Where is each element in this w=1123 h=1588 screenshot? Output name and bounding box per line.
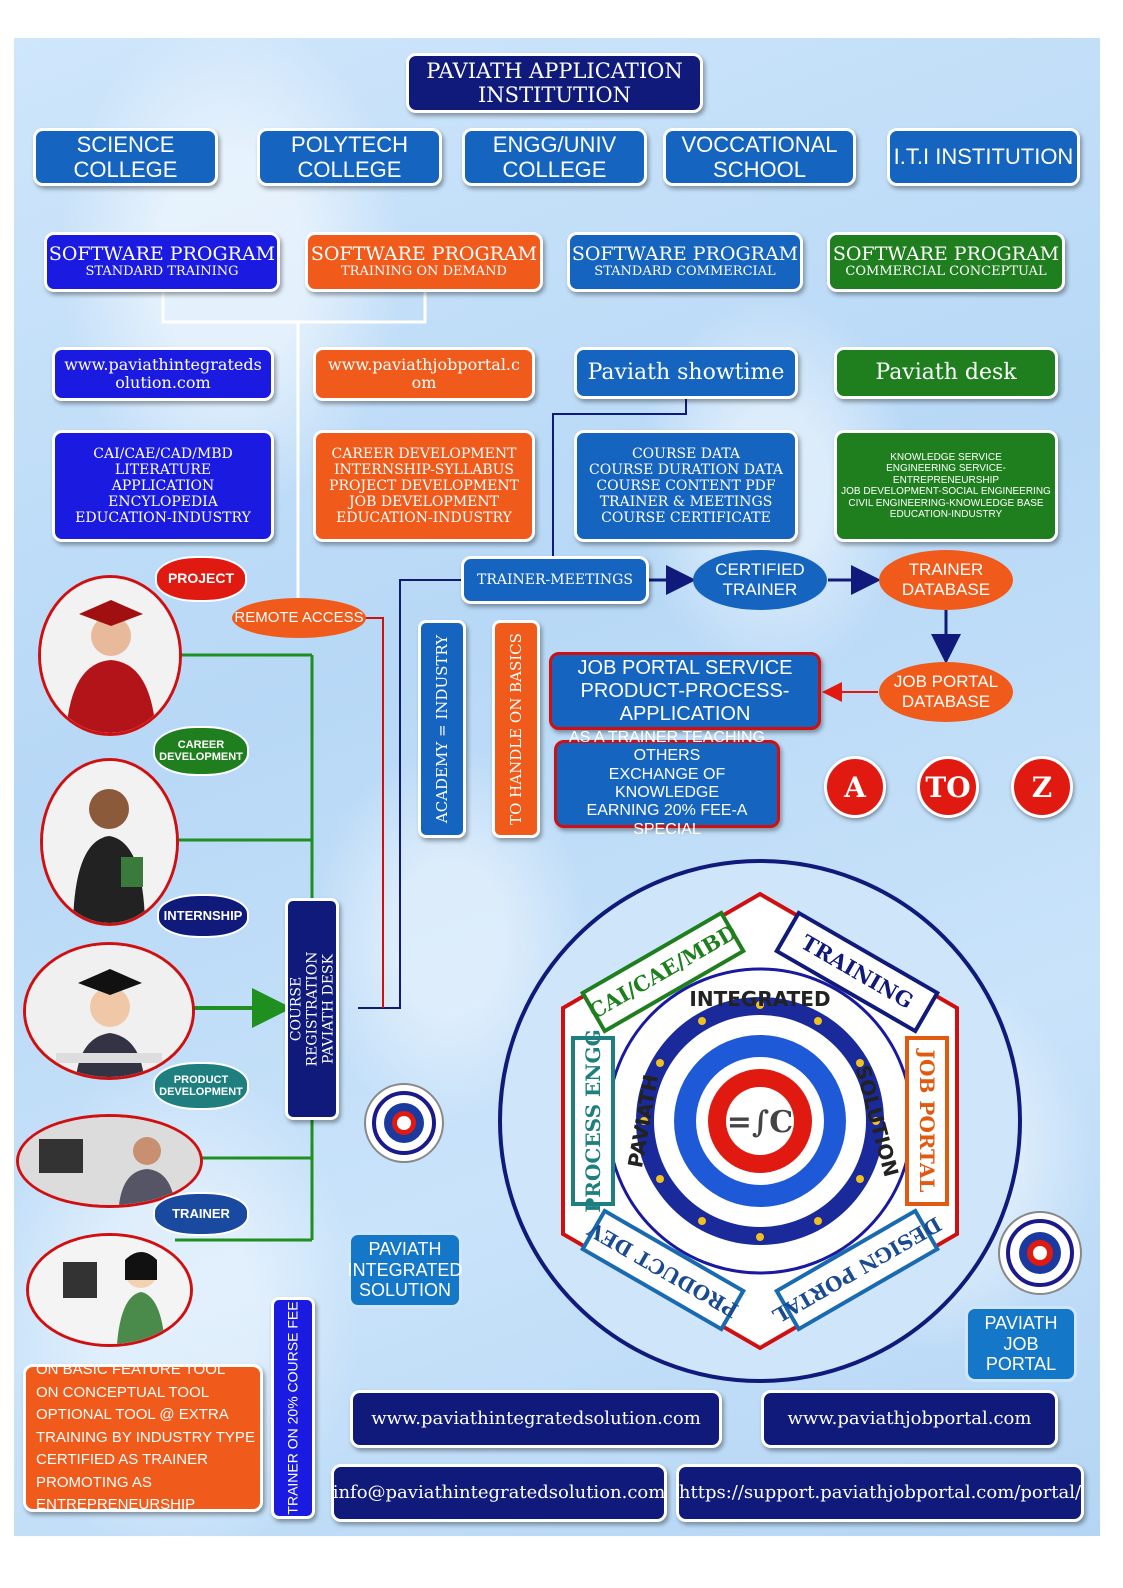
- institution-engg-univ-college: ENGG/UNIV COLLEGE: [462, 128, 647, 186]
- institution-science-college: SCIENCE COLLEGE: [33, 128, 218, 186]
- segment-process-engg: PROCESS ENGG: [581, 1029, 605, 1212]
- child-graduate-photo: [23, 942, 195, 1080]
- paviath-integrated-solution-label: PAVIATH INTEGRATED SOLUTION: [348, 1232, 462, 1308]
- role-trainer-cloud: TRAINER: [153, 1192, 249, 1236]
- tools-list: ON BASIC FEATURE TOOL ON CONCEPTUAL TOOL…: [23, 1361, 263, 1513]
- link-paviath-showtime[interactable]: Paviath showtime: [574, 347, 798, 399]
- letter-a: A: [824, 756, 886, 818]
- role-product-development-cloud: PRODUCT DEVELOPMENT: [153, 1062, 249, 1110]
- link-paviath-desk[interactable]: Paviath desk: [834, 347, 1058, 399]
- feature-list-knowledge: KNOWLEDGE SERVICE ENGINEERING SERVICE-EN…: [834, 430, 1058, 542]
- letter-to: TO: [917, 756, 979, 818]
- small-emblem-icon: [364, 1083, 444, 1163]
- footer-email[interactable]: info@paviathintegratedsolution.com: [331, 1464, 667, 1522]
- institution-voccational-school: VOCCATIONAL SCHOOL: [663, 128, 856, 186]
- letter-z: Z: [1011, 756, 1073, 818]
- role-internship-cloud: INTERNSHIP: [157, 894, 249, 938]
- certified-trainer-ellipse: CERTIFIED TRAINER: [693, 550, 827, 610]
- emblem-center: =∫C: [727, 1105, 793, 1140]
- role-career-development-cloud: CAREER DEVELOPMENT: [153, 726, 249, 776]
- trainer-cartoon-photo: [26, 1233, 193, 1347]
- footer-site-integrated-solution[interactable]: www.paviathintegratedsolution.com: [350, 1390, 722, 1448]
- trainer-database-ellipse: TRAINER DATABASE: [879, 550, 1013, 610]
- page-title: PAVIATH APPLICATION INSTITUTION: [406, 53, 703, 113]
- graduate-photo: [38, 575, 182, 736]
- office-photo: [16, 1114, 203, 1208]
- graduate-icon: [41, 578, 179, 733]
- trainer-cartoon-icon: [29, 1236, 190, 1344]
- feature-list-course: COURSE DATA COURSE DURATION DATA COURSE …: [574, 430, 798, 542]
- footer-support-link[interactable]: https://support.paviathjobportal.com/por…: [676, 1464, 1084, 1522]
- role-project-cloud: PROJECT: [155, 556, 247, 602]
- remote-access-ellipse: REMOTE ACCESS: [232, 598, 366, 638]
- job-portal-service-box: JOB PORTAL SERVICE PRODUCT-PROCESS-APPLI…: [549, 652, 821, 730]
- integrated-solution-emblem: CAI/CAE/MBD TRAINING JOB PORTAL DESIGN P…: [498, 859, 1022, 1383]
- course-registration-label: COURSE REGISTRATION PAVIATH DESK: [285, 898, 339, 1120]
- feature-list-career: CAREER DEVELOPMENT INTERNSHIP-SYLLABUS P…: [313, 430, 535, 542]
- job-portal-database-ellipse: JOB PORTAL DATABASE: [879, 662, 1013, 722]
- segment-job-portal: JOB PORTAL: [915, 1048, 939, 1193]
- link-integrated-solution[interactable]: www.paviathintegrateds olution.com: [52, 347, 274, 401]
- child-graduate-icon: [26, 945, 192, 1077]
- title-line-1: PAVIATH APPLICATION: [426, 58, 683, 83]
- feature-list-cai: CAI/CAE/CAD/MBD LITERATURE APPLICATION E…: [52, 430, 274, 542]
- link-job-portal[interactable]: www.paviathjobportal.c om: [313, 347, 535, 401]
- trainer-meetings-box: TRAINER-MEETINGS: [461, 556, 649, 604]
- trainer-fee-label: TRAINER ON 20% COURSE FEE: [271, 1297, 315, 1519]
- institution-iti: I.T.I INSTITUTION: [887, 128, 1080, 186]
- paviath-job-portal-label: PAVIATH JOB PORTAL: [965, 1306, 1077, 1382]
- small-emblem-icon-2: [998, 1211, 1082, 1295]
- student-icon: [43, 761, 176, 923]
- footer-site-job-portal[interactable]: www.paviathjobportal.com: [761, 1390, 1058, 1448]
- ring-integrated: INTEGRATED: [689, 987, 830, 1011]
- title-line-2: INSTITUTION: [478, 83, 631, 107]
- institution-polytech-college: POLYTECH COLLEGE: [257, 128, 442, 186]
- academy-industry-label: ACADEMY = INDUSTRY: [418, 620, 466, 838]
- trainer-teaching-box: AS A TRAINER TEACHING OTHERS EXCHANGE OF…: [554, 729, 780, 838]
- office-icon: [19, 1117, 200, 1205]
- handle-basics-label: TO HANDLE ON BASICS: [492, 620, 540, 838]
- student-photo: [40, 758, 179, 926]
